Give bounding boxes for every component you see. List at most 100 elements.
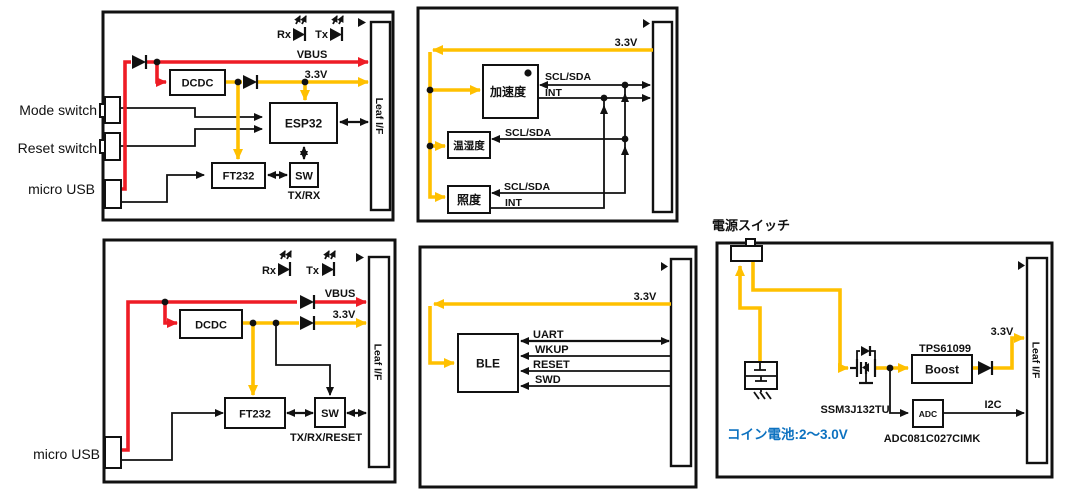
leaf-if-bar [669,257,693,468]
i2c-label: I2C [984,399,1001,411]
board-outline [715,241,1054,479]
rx-led-icon [293,15,307,41]
int-label: INT [505,197,523,209]
uart-label: UART [533,329,564,341]
illuminance-box [447,185,491,214]
power-switch-label: 電源スイッチ [712,218,790,233]
ft232-box [211,162,266,189]
junction-dot [301,78,309,86]
board-outline [102,238,397,484]
tx-label: Tx [315,29,329,41]
vbus-wire [121,300,297,452]
leaf-if-label: Leaf I/F [372,344,384,381]
v33-label: 3.3V [615,37,638,49]
junction-dot [621,135,629,143]
int-illum-wire [490,98,605,209]
sw-select-wire [275,323,334,396]
ble-box [457,333,519,393]
accelerometer-label: 加速度 [489,84,527,99]
ft232-label: FT232 [239,409,271,421]
dcdc-label: DCDC [182,78,214,90]
vbus-label: VBUS [297,49,328,61]
temp-humidity-label: 温湿度 [453,139,485,152]
ft232-box [224,397,286,429]
sw-signals-label: TX/RX [288,190,321,202]
dcdc-input-wire [163,302,178,328]
dcdc-label: DCDC [195,320,227,332]
boost-part-label: TPS61099 [919,343,971,355]
switch-mosfet-wire [751,261,849,373]
v33-label: 3.3V [991,326,1014,338]
panel-power-board: Leaf I/F 電源スイッチ コイン電池:2～3.0V [712,218,1054,479]
tx-label: Tx [306,265,320,277]
junction-dot [886,364,894,372]
leaf-if-bar [1025,256,1049,465]
micro-usb-label: micro USB [28,181,95,197]
power-switch [730,238,763,262]
dcdc-input-wire [155,62,167,87]
pin1-marker-icon [661,262,668,271]
vbus-label: VBUS [325,288,356,300]
leaf-if-label: Leaf I/F [1030,342,1042,379]
battery-note-label: コイン電池:2～3.0V [727,426,848,442]
sw-label: SW [295,171,313,183]
junction-dot [234,78,242,86]
leaf-if-bar [369,20,392,212]
v33-wire [992,333,1025,370]
panel-ble-board: 3.3V BLE UART WKUP RESET SWD [418,245,698,489]
vbus-wire [120,60,131,191]
board-outline [416,6,679,223]
panel-sensor-board: 3.3V 加速度 温湿度 照度 SCL/SDA INT SCL/SDA SCL/… [416,6,679,223]
reset-switch-wire [120,125,263,147]
v33-label: 3.3V [333,309,356,321]
panel-usb-board: Leaf I/F DCDC FT232 SW VBUS 3.3V TX/RX/R… [33,238,397,484]
junction-dot [249,319,257,327]
diode-icon [300,295,316,309]
board-outline [418,245,698,489]
junction-dot [600,94,608,102]
adc-box [912,399,944,428]
diode-icon [243,75,259,89]
int-label: INT [545,87,563,99]
v33-label: 3.3V [634,291,657,303]
junction-dot [153,58,161,66]
dcdc-box [169,69,226,96]
leaf-if-bar [651,20,674,214]
micro-usb-connector [104,179,122,209]
boost-box [911,354,973,384]
sw-label: SW [321,408,339,420]
leaf-if-label: Leaf I/F [373,98,385,135]
reset-label: RESET [533,359,570,371]
pin1-marker-icon [1018,261,1025,270]
diode-icon [978,361,994,375]
rx-label: Rx [277,29,292,41]
usb-uart-wire [121,409,224,461]
v33-branch-wire [428,52,446,202]
junction-dot [426,142,434,150]
battery-switch-wire [735,265,762,362]
diode-icon [132,55,148,69]
reset-switch-label: Reset switch [18,140,97,156]
pin1-marker-icon [643,19,650,28]
boost-label: Boost [925,363,959,377]
scl-sda-label: SCL/SDA [504,181,551,193]
temp-humidity-box [447,131,491,159]
pin1-marker-icon [356,253,364,262]
esp32-box [269,102,338,144]
mode-switch-label: Mode switch [19,102,97,118]
wkup-label: WKUP [535,344,569,356]
tx-led-icon [330,15,344,41]
scl-sda-label: SCL/SDA [505,127,552,139]
tx-led-icon [322,250,336,276]
junction-dot [272,319,280,327]
micro-usb-connector [104,436,122,469]
diode-icon [300,316,316,330]
usb-uart-wire [121,171,205,203]
reset-switch-connector [99,132,121,161]
swd-label: SWD [535,374,561,386]
pin1-marker-icon [358,18,366,27]
sw-box [289,162,319,188]
mode-switch-wire [120,107,263,121]
ft232-label: FT232 [223,171,255,183]
